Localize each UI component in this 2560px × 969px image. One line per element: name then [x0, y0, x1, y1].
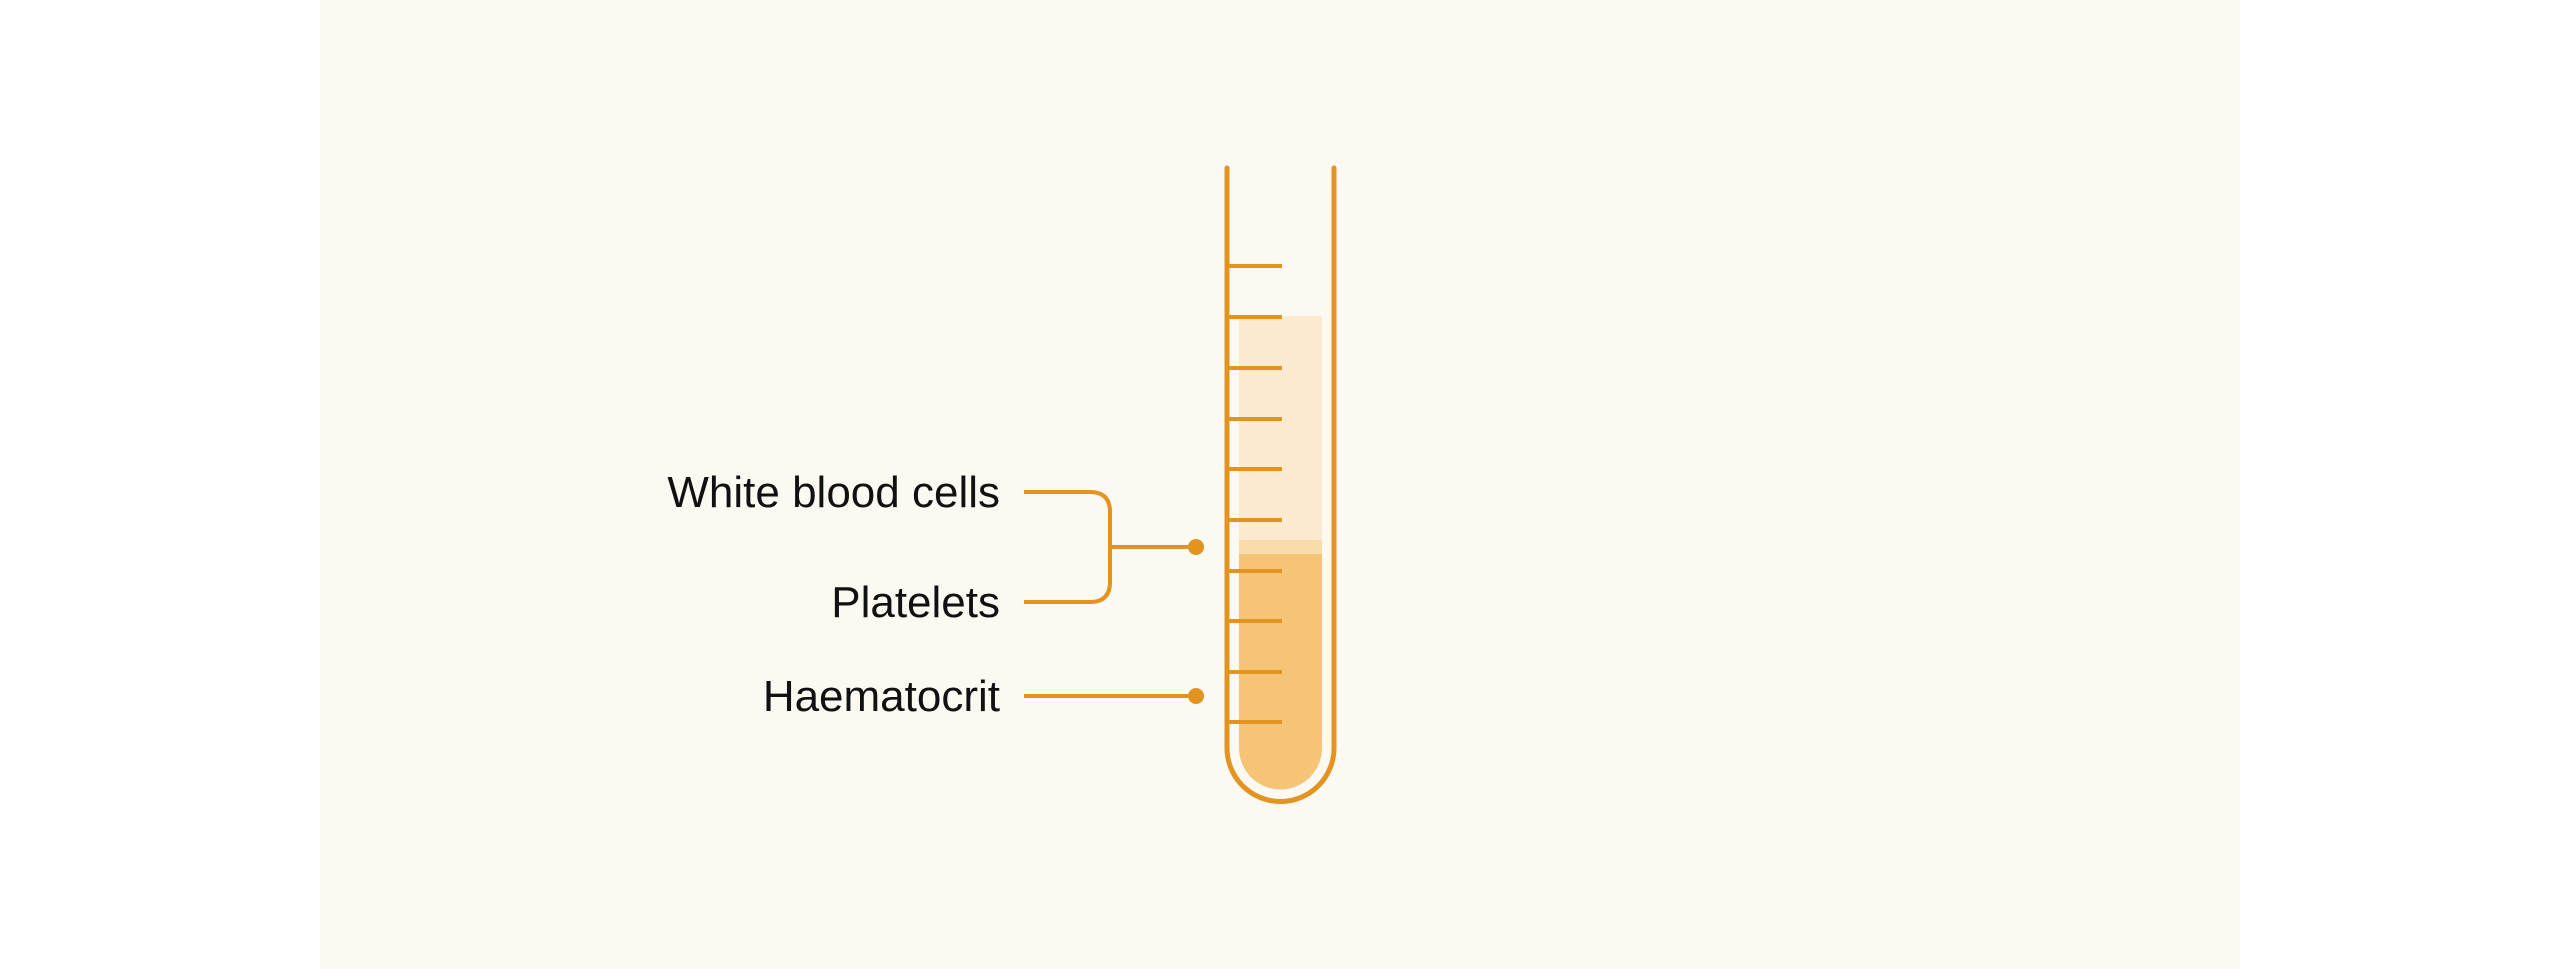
buffy-coat-layer: [1239, 540, 1322, 554]
buffy-coat-pointer-dot: [1188, 539, 1204, 555]
haematocrit-pointer-dot: [1188, 688, 1204, 704]
plasma-layer: [1239, 316, 1322, 540]
label-haematocrit: Haematocrit: [763, 672, 1000, 721]
label-platelets: Platelets: [831, 578, 1000, 627]
test-tube: [1224, 165, 1337, 804]
buffy-coat-bracket: [1024, 490, 1112, 604]
tube-graduations: [1229, 264, 1282, 724]
label-white-blood-cells: White blood cells: [667, 468, 1000, 517]
